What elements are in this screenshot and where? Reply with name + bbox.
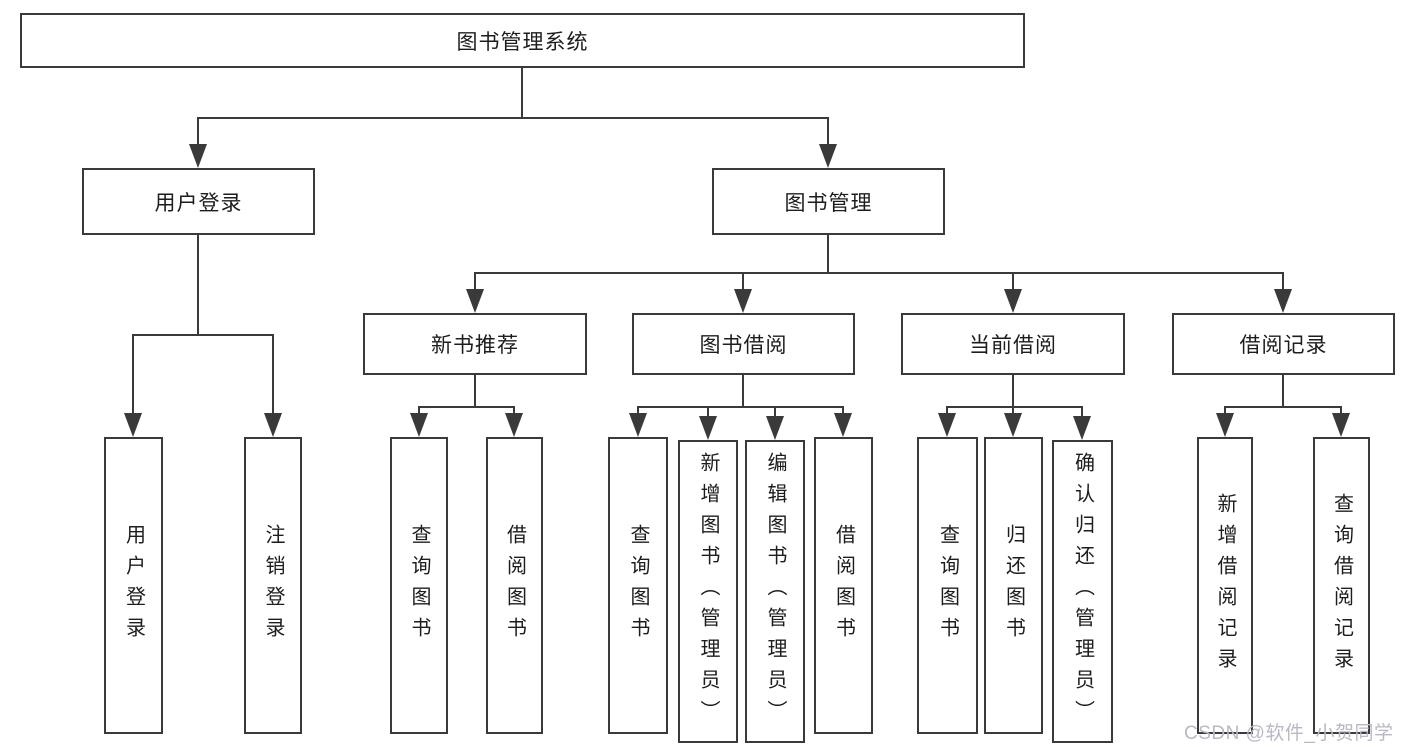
leaf-recommend-borrow-books-label: 借阅图书 — [503, 523, 526, 648]
node-current-borrowing: 当前借阅 — [901, 313, 1125, 375]
leaf-add-books-admin-label: 新增图书（管理员） — [697, 452, 719, 731]
node-library-management-system-label: 图书管理系统 — [456, 30, 589, 54]
leaf-confirm-return-admin: 确认归还（管理员） — [1052, 440, 1113, 743]
leaf-user-login: 用户登录 — [104, 437, 163, 734]
leaf-borrowing-borrow-books: 借阅图书 — [814, 437, 873, 734]
leaf-query-borrow-record-label: 查询借阅记录 — [1330, 492, 1353, 679]
leaf-recommend-query-books-label: 查询图书 — [408, 523, 430, 648]
node-borrowing-records-label: 借阅记录 — [1239, 334, 1328, 357]
node-book-management: 图书管理 — [712, 168, 945, 235]
node-book-borrowing-label: 图书借阅 — [699, 334, 788, 357]
node-library-management-system: 图书管理系统 — [20, 13, 1025, 68]
node-current-borrowing-label: 当前借阅 — [969, 334, 1057, 357]
arrowheads — [124, 144, 1350, 440]
leaf-edit-books-admin-label: 编辑图书（管理员） — [764, 452, 786, 731]
node-book-borrowing: 图书借阅 — [632, 313, 855, 375]
node-user-login: 用户登录 — [82, 168, 315, 235]
csdn-watermark: CSDN @软件_小贺同学 — [1184, 723, 1394, 744]
leaf-borrowing-borrow-books-label: 借阅图书 — [832, 523, 855, 648]
leaf-current-query-books: 查询图书 — [917, 437, 978, 734]
leaf-query-borrow-record: 查询借阅记录 — [1313, 437, 1370, 734]
node-book-management-label: 图书管理 — [784, 191, 873, 215]
leaf-add-borrow-record: 新增借阅记录 — [1197, 437, 1253, 734]
leaf-user-login-label: 用户登录 — [122, 523, 145, 648]
leaf-borrowing-query-books-label: 查询图书 — [627, 523, 649, 648]
leaf-logout: 注销登录 — [244, 437, 302, 734]
leaf-add-books-admin: 新增图书（管理员） — [678, 440, 738, 743]
leaf-add-borrow-record-label: 新增借阅记录 — [1214, 492, 1236, 679]
node-new-book-recommendation: 新书推荐 — [363, 313, 587, 375]
leaf-return-books-label: 归还图书 — [1002, 523, 1025, 648]
node-borrowing-records: 借阅记录 — [1172, 313, 1395, 375]
node-new-book-recommendation-label: 新书推荐 — [431, 334, 519, 357]
tree-branch-lines — [132, 68, 1342, 420]
leaf-recommend-query-books: 查询图书 — [390, 437, 448, 734]
leaf-borrowing-query-books: 查询图书 — [608, 437, 668, 734]
leaf-return-books: 归还图书 — [984, 437, 1043, 734]
node-user-login-label: 用户登录 — [154, 191, 243, 215]
leaf-current-query-books-label: 查询图书 — [936, 523, 959, 648]
leaf-recommend-borrow-books: 借阅图书 — [486, 437, 543, 734]
leaf-confirm-return-admin-label: 确认归还（管理员） — [1071, 452, 1094, 731]
leaf-edit-books-admin: 编辑图书（管理员） — [745, 440, 805, 743]
leaf-logout-label: 注销登录 — [262, 523, 284, 648]
